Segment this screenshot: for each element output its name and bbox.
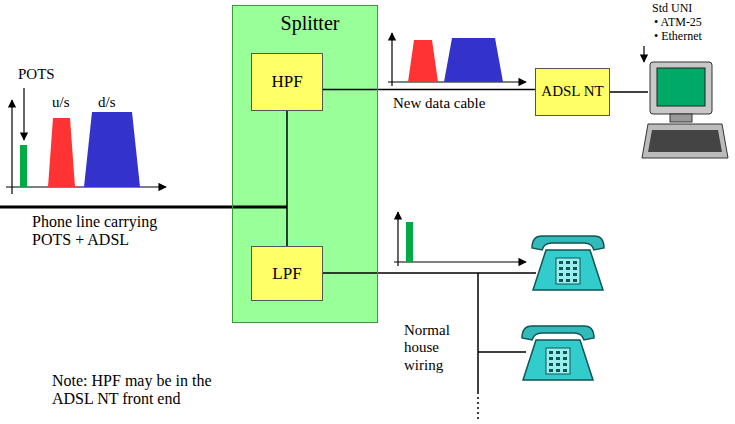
annotation-label: Normal house wiring — [404, 322, 466, 374]
signal-wire — [286, 111, 288, 246]
filter-box: LPF — [251, 246, 323, 301]
annotation-label: • ATM-25 — [654, 16, 702, 30]
splitter-ground — [232, 5, 378, 323]
telephone — [522, 326, 594, 380]
edge-label: New data cable — [391, 95, 487, 112]
uni-arrow — [643, 46, 644, 62]
annotation-label: • Ethernet — [654, 30, 702, 44]
splitter-box: SplitterHPF LPF — [232, 5, 378, 323]
annotation-label: Note: HPF may be in the ADSL NT front en… — [52, 372, 240, 409]
phone-line — [0, 206, 287, 209]
annotation-label: u/s — [52, 94, 70, 111]
telephone — [532, 236, 604, 290]
annotation-label: d/s — [98, 94, 116, 111]
spectrum-low — [394, 212, 526, 266]
computer — [642, 62, 728, 158]
house-wiring — [323, 273, 536, 420]
node-label: HPF — [271, 72, 302, 92]
node-label: LPF — [272, 264, 301, 284]
filter-box: HPF — [251, 53, 323, 111]
annotation-label: POTS — [18, 66, 55, 83]
network-terminal-box: ADSL NT — [535, 68, 610, 116]
annotation-label: Std UNI — [652, 2, 692, 16]
node-label: Splitter — [233, 6, 377, 35]
node-label: ADSL NT — [541, 83, 603, 100]
spectrum-high — [388, 33, 526, 86]
signal-wire — [323, 89, 535, 91]
spectrum-left — [6, 88, 166, 194]
annotation-label: Phone line carrying POTS + ADSL — [32, 213, 192, 250]
